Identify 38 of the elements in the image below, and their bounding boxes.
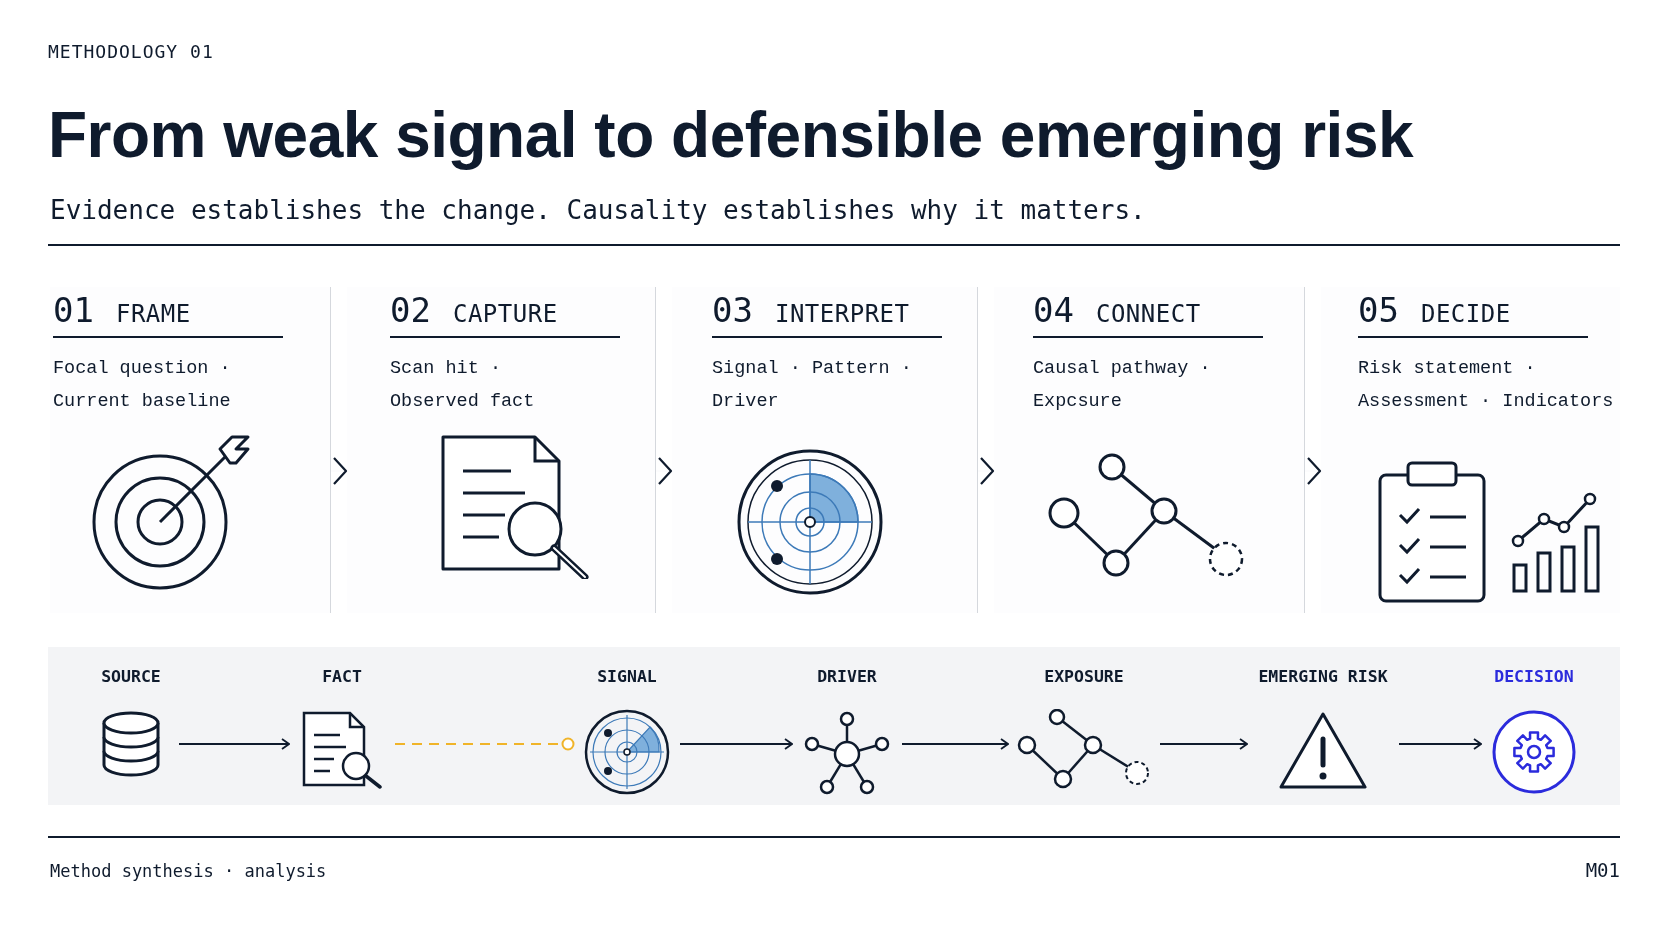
stage-label: DRIVER [817, 667, 877, 686]
stage-label: SIGNAL [597, 667, 657, 686]
subtitle: Evidence establishes the change. Causality establishes why it matters. [50, 195, 1146, 225]
arrow [178, 738, 290, 750]
arrow [679, 738, 793, 750]
stage-label: SOURCE [101, 667, 161, 686]
step-title: CONNECT [1095, 300, 1201, 328]
step-description: Scan hit · Observed fact [390, 357, 536, 414]
step-number: 04 [1033, 290, 1074, 330]
step-number: 03 [712, 290, 753, 330]
step-description: Causal pathway · Expcsure [1033, 357, 1212, 414]
title: From weak signal to defensible emerging risk [48, 98, 1414, 172]
stage-label: EXPOSURE [1044, 667, 1124, 686]
footer-note: Method synthesis · analysis [50, 861, 327, 881]
step-number: 05 [1358, 290, 1399, 330]
step-description: Focal question · Current baseline [53, 357, 232, 414]
flow-band [48, 647, 1620, 805]
chevron-arrow [656, 456, 673, 486]
chevron-arrow [1305, 456, 1322, 486]
step-title: CAPTURE [452, 300, 558, 328]
arrow [1398, 738, 1482, 750]
stage-label: DECISION [1494, 667, 1574, 686]
step-number: 01 [53, 290, 94, 330]
stage-label: EMERGING RISK [1258, 667, 1388, 686]
kicker-text: METHODOLOGY 01 [48, 41, 214, 62]
step-description: Risk statement · Assessment · Indicators [1358, 357, 1615, 414]
chevron-arrow [978, 456, 995, 486]
stage-item [582, 667, 672, 797]
stage-label: FACT [322, 667, 362, 686]
step-number: 02 [390, 290, 431, 330]
step-description: Signal · Pattern · Driver [712, 357, 913, 414]
arrow [901, 738, 1009, 750]
step-title: DECIDE [1420, 300, 1511, 328]
step-title: INTERPRET [774, 300, 910, 328]
chevron-arrow [331, 456, 348, 486]
arrow [1159, 738, 1248, 750]
step-title: FRAME [115, 300, 191, 328]
footer-code: M01 [1585, 859, 1620, 881]
